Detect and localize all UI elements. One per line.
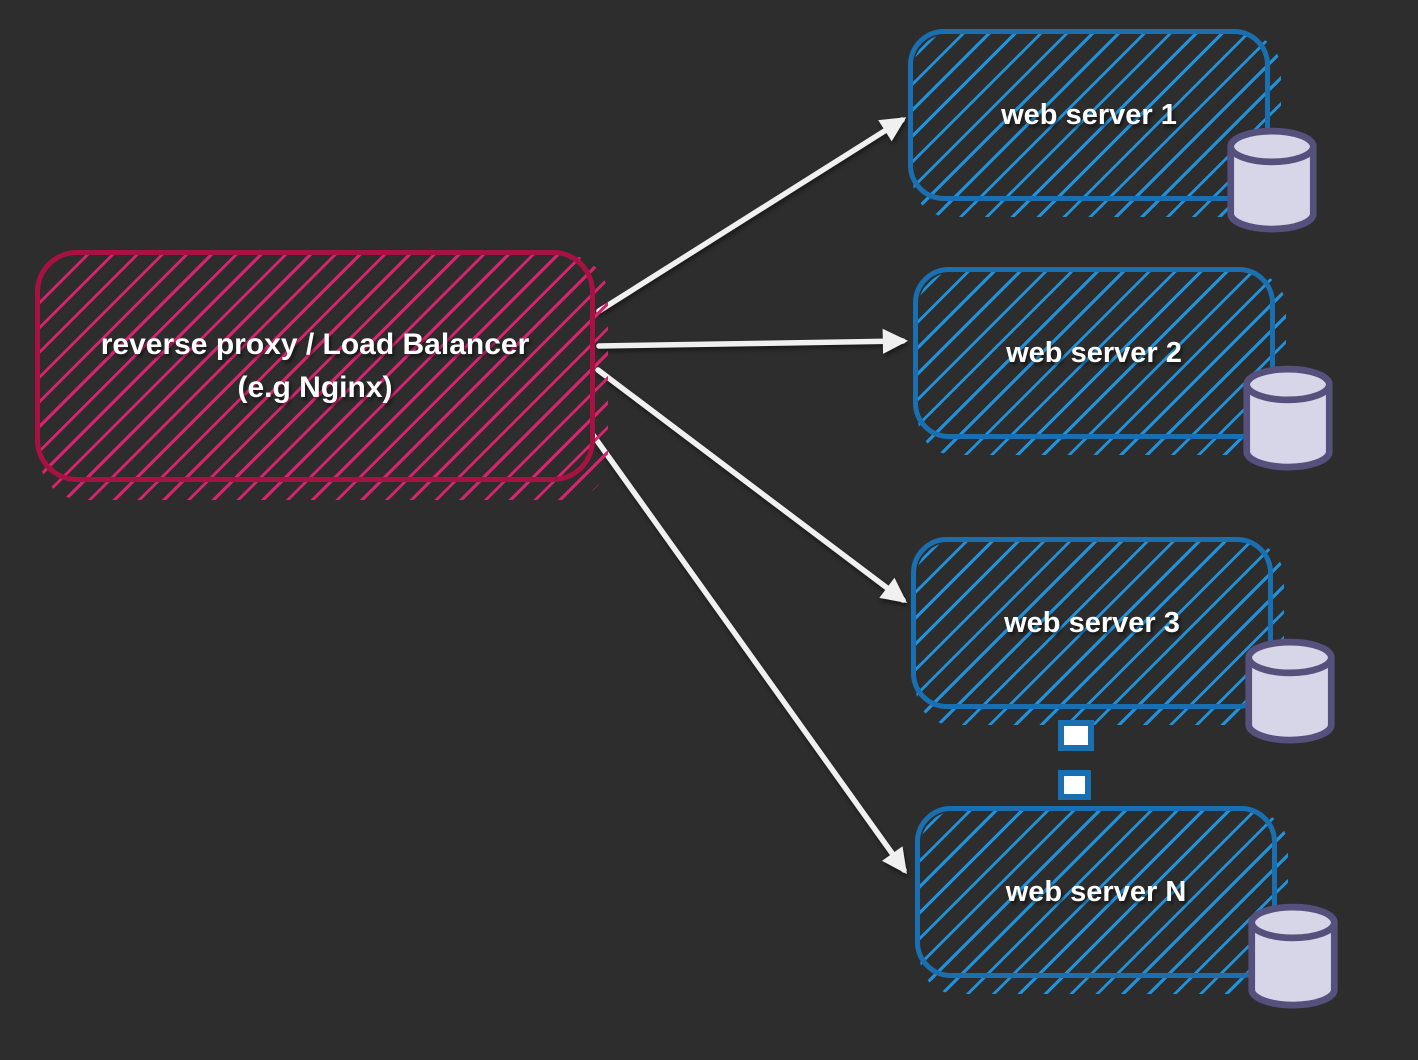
database-icon: [1248, 903, 1338, 1009]
database-icon: [1227, 127, 1317, 233]
node-frame: [915, 806, 1277, 978]
database-icon: [1243, 365, 1333, 471]
database-body: [1248, 919, 1338, 1009]
database-top: [1248, 903, 1338, 942]
node-frame: [908, 29, 1270, 201]
arrow-to-web-server-1: [596, 117, 907, 314]
ellipsis-square: [1058, 770, 1091, 800]
web-server-1-label: web server 1: [1001, 98, 1177, 131]
web-server-2-node: web server 2: [913, 267, 1286, 455]
database-icon: [1245, 638, 1335, 744]
database-body: [1245, 654, 1335, 744]
web-server-n-node: web server N: [915, 806, 1288, 994]
node-frame: [35, 250, 595, 482]
database-top: [1227, 127, 1317, 166]
node-frame: [911, 537, 1273, 709]
database-top: [1245, 638, 1335, 677]
node-frame: [913, 267, 1275, 439]
database-body: [1227, 143, 1317, 233]
web-server-2-label: web server 2: [1006, 336, 1182, 369]
arrow-to-web-server-3: [595, 367, 908, 604]
arrow-to-web-server-n: [590, 432, 907, 875]
reverse-proxy-node: reverse proxy / Load Balancer (e.g Nginx…: [35, 250, 608, 500]
database-body: [1243, 381, 1333, 471]
ellipsis-square: [1058, 720, 1094, 751]
reverse-proxy-label-line2: (e.g Nginx): [237, 371, 393, 404]
web-server-3-label: web server 3: [1004, 606, 1180, 639]
web-server-n-label: web server N: [1005, 875, 1187, 908]
arrow-to-web-server-2: [596, 328, 909, 354]
reverse-proxy-label-line1: reverse proxy / Load Balancer: [100, 327, 530, 361]
database-top: [1243, 365, 1333, 404]
web-server-3-node: web server 3: [911, 537, 1284, 725]
web-server-1-node: web server 1: [908, 29, 1281, 217]
reverse-proxy-label: reverse proxy / Load Balancer (e.g Nginx…: [35, 250, 595, 482]
